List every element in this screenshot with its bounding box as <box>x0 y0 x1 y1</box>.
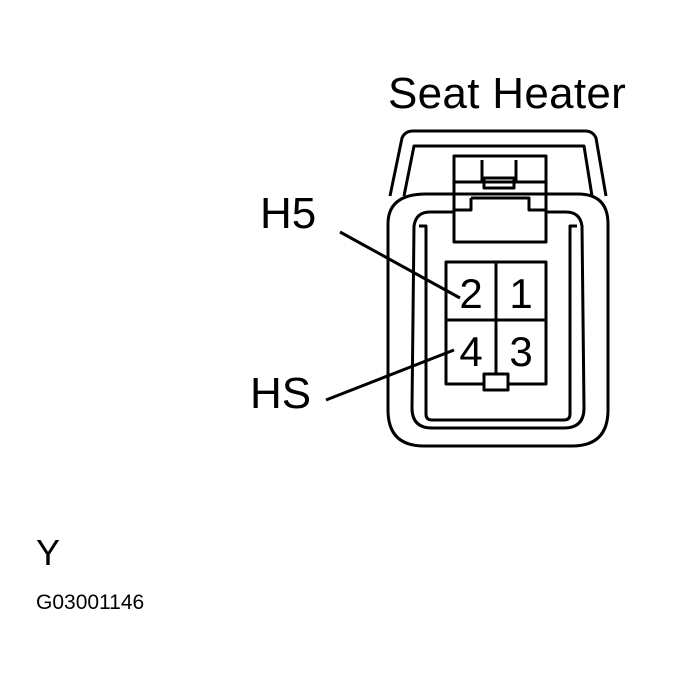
connector-title: Seat Heater <box>388 69 627 118</box>
hs-leader-line <box>325 348 455 402</box>
pin-3-label: 3 <box>509 328 532 375</box>
figure-id: G03001146 <box>36 591 145 614</box>
callout-h5-label: H5 <box>260 189 317 238</box>
connector-color-code: Y <box>36 532 61 573</box>
h5-leader-line <box>339 230 461 300</box>
pin-2-label: 2 <box>459 270 482 317</box>
callout-hs-label: HS <box>250 369 312 418</box>
pin-4-label: 4 <box>459 328 482 375</box>
connector-housing <box>386 129 610 448</box>
pin-1-label: 1 <box>509 270 532 317</box>
